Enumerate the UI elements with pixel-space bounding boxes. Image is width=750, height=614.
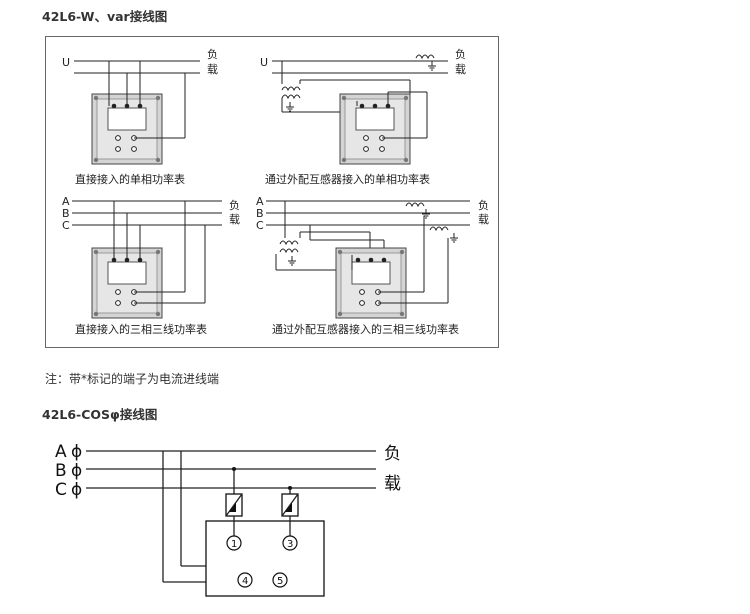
- load-label-bottom: 载: [207, 63, 218, 76]
- section1-title: 42L6-W、var接线图: [42, 9, 168, 24]
- load-label-bottom: 载: [229, 213, 240, 226]
- line-label: C: [256, 219, 264, 232]
- power-meter: [339, 93, 411, 165]
- load-label-top: 负: [384, 444, 401, 464]
- load-label-top: 负: [229, 198, 240, 212]
- load-label-bottom: 载: [455, 63, 466, 76]
- phase-label-a: A: [55, 442, 67, 462]
- wiring-diagram-panel: [45, 36, 499, 348]
- diagram-single-phase-ct: U 负 载 通过外配互感器接入的单相功率表: [260, 47, 466, 186]
- terminal-label: 4: [242, 576, 248, 587]
- section2-title: 42L6-COSφ接线图: [42, 407, 158, 422]
- load-label-bottom: 载: [478, 213, 489, 226]
- terminal-5: [272, 572, 288, 588]
- diagram-caption: 直接接入的单相功率表: [75, 172, 185, 186]
- phase-label-b: B: [55, 461, 67, 481]
- ground-icon: [287, 255, 297, 266]
- load-label-top: 负: [207, 47, 218, 61]
- power-meter: [335, 247, 407, 319]
- terminal-label: 5: [277, 576, 283, 587]
- diagram-three-phase-ct: A B C 负 载 通过外配互感器接入的三相三线功率表: [256, 195, 489, 336]
- diagram-caption: 直接接入的三相三线功率表: [75, 322, 207, 336]
- voltage-transformer-icon: [281, 86, 301, 91]
- voltage-transformer-icon: [279, 248, 299, 253]
- diagram-caption: 通过外配互感器接入的三相三线功率表: [272, 322, 459, 336]
- meter-box: [205, 520, 325, 597]
- phase-symbol-icon: ϕ: [71, 461, 82, 481]
- line-label: U: [62, 56, 70, 69]
- terminal-label: 3: [287, 539, 293, 550]
- line-label: C: [62, 219, 70, 232]
- terminal-4: [237, 572, 253, 588]
- current-transformer-icon: [405, 202, 425, 207]
- cos-phi-diagram: A B C ϕ ϕ ϕ 负 载 1 3 4 5: [55, 442, 401, 597]
- ground-icon: [421, 208, 431, 219]
- load-label-top: 负: [455, 47, 466, 61]
- terminal-label: 1: [231, 539, 237, 550]
- line-label: U: [260, 56, 268, 69]
- ground-icon: [427, 60, 437, 71]
- phase-symbol-icon: ϕ: [71, 480, 82, 500]
- line-label: B: [62, 207, 70, 220]
- line-label: B: [256, 207, 264, 220]
- voltage-transformer-icon: [281, 94, 301, 99]
- terminal-3: [282, 535, 298, 551]
- phase-label-c: C: [55, 480, 67, 500]
- diagram-three-phase-direct: A B C 负 载 直接接入的三相三线功率表: [62, 195, 240, 336]
- current-transformer-icon: [429, 226, 449, 231]
- ground-icon: [285, 101, 295, 112]
- line-label: A: [256, 195, 264, 208]
- diagram-caption: 通过外配互感器接入的单相功率表: [265, 172, 430, 186]
- load-label-bottom: 载: [384, 474, 401, 494]
- ground-icon: [449, 232, 459, 243]
- terminal-1: [226, 535, 242, 551]
- load-label-top: 负: [478, 198, 489, 212]
- phase-symbol-icon: ϕ: [71, 442, 82, 462]
- diagram-single-phase-direct: U 负 载 直接接入的单相功率表: [62, 47, 218, 186]
- line-label: A: [62, 195, 70, 208]
- voltage-transformer-icon: [279, 240, 299, 245]
- terminal-note: 注：带*标记的端子为电流进线端: [45, 372, 220, 386]
- current-transformer-icon: [415, 54, 435, 59]
